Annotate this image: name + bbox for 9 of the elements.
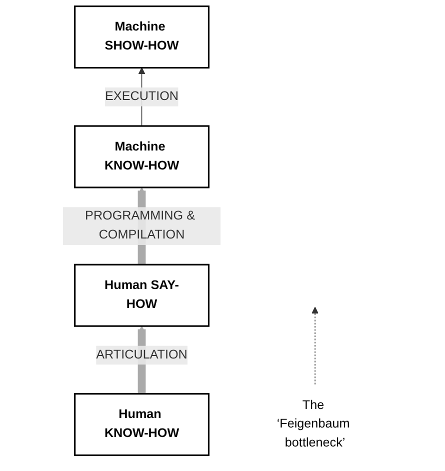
edge-label: PROGRAMMING & COMPILATION: [85, 210, 195, 242]
arrow: [312, 306, 318, 385]
edge-label: EXECUTION: [105, 90, 179, 104]
edge-label: ARTICULATION: [96, 348, 188, 362]
node-box: Human KNOW-HOW: [74, 393, 210, 456]
node-box: Machine KNOW-HOW: [74, 125, 210, 188]
node-box: Machine SHOW-HOW: [74, 6, 210, 69]
node-text: The ‘Feigenbaum bottleneck’: [276, 398, 350, 450]
node-box: Human SAY-HOW: [74, 264, 210, 327]
